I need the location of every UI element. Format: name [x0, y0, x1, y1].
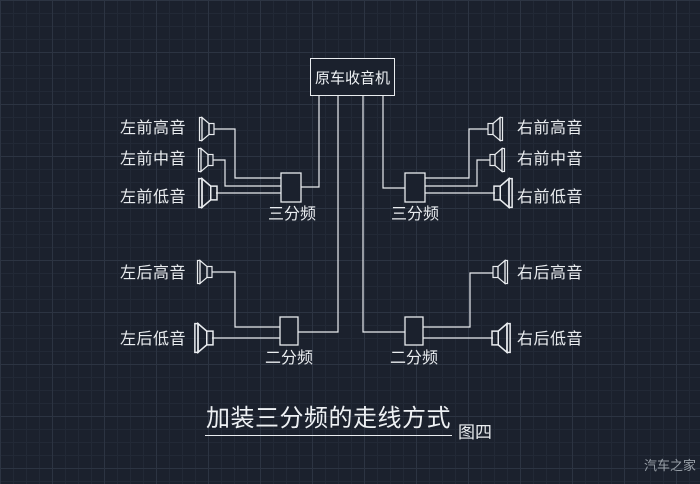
speaker-icon-rl-tweeter [196, 259, 213, 285]
label-crossover-front-left: 三分频 [267, 206, 316, 223]
label-fl-tweeter: 左前高音 [120, 120, 187, 137]
speaker-icon-rr-tweeter [492, 259, 509, 285]
label-crossover-rear-right: 二分频 [389, 350, 438, 367]
label-crossover-front-right: 三分频 [390, 206, 439, 223]
speaker-icon-fr-mid [489, 147, 506, 173]
label-fr-tweeter: 右前高音 [517, 120, 584, 137]
watermark: 汽车之家 [644, 458, 697, 473]
speaker-icon-rl-woofer [194, 322, 214, 354]
speaker-icon-fl-woofer [198, 177, 218, 209]
head-unit-label: 原车收音机 [314, 70, 390, 87]
label-fl-woofer: 左前低音 [120, 189, 187, 206]
label-fr-woofer: 右前低音 [517, 189, 584, 206]
wire-rr-tweeter [423, 272, 493, 328]
label-rl-woofer: 左后低音 [120, 331, 187, 348]
crossover-box-rear-left [279, 316, 299, 346]
label-fl-mid: 左前中音 [120, 151, 187, 168]
wire-fl-mid [213, 159, 281, 187]
wire-radio-to-rear-right-crossover [362, 96, 405, 333]
speaker-icon-fr-tweeter [487, 116, 504, 142]
label-rl-tweeter: 左后高音 [120, 265, 187, 282]
wire-fl-tweeter [214, 128, 281, 179]
diagram-title: 加装三分频的走线方式 [205, 404, 452, 436]
label-rr-woofer: 右后低音 [517, 331, 584, 348]
crossover-box-rear-right [404, 316, 424, 346]
speaker-icon-fl-mid [197, 147, 214, 173]
wire-rl-tweeter [212, 271, 280, 328]
figure-number: 图四 [458, 423, 492, 443]
wire-fr-mid [425, 159, 490, 187]
label-crossover-rear-left: 二分频 [264, 350, 313, 367]
wire-radio-to-rear-left-crossover [298, 96, 339, 333]
label-rr-tweeter: 右后高音 [517, 265, 584, 282]
speaker-icon-rr-woofer [491, 322, 511, 354]
wire-radio-to-front-left-crossover [301, 96, 320, 188]
crossover-box-front-right [404, 172, 426, 203]
crossover-box-front-left [280, 172, 302, 203]
head-unit-box: 原车收音机 [310, 58, 395, 96]
speaker-icon-fl-tweeter [198, 116, 215, 142]
wire-fr-tweeter [425, 128, 488, 179]
label-fr-mid: 右前中音 [517, 151, 584, 168]
speaker-icon-fr-woofer [493, 177, 513, 209]
wire-radio-to-front-right-crossover [382, 96, 405, 189]
